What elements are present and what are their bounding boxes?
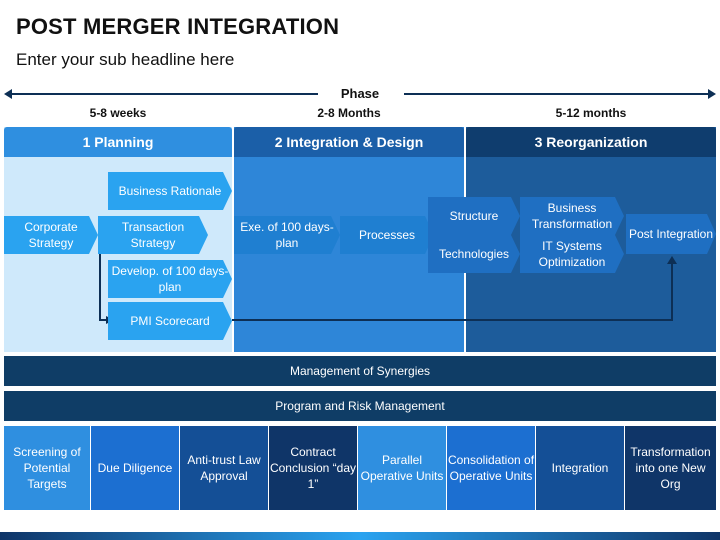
tile-due-diligence: Due Diligence	[91, 426, 179, 510]
phase-duration-planning: 5-8 weeks	[89, 106, 147, 120]
phase-duration-integration: 2-8 Months	[317, 106, 381, 120]
phase-timeline-arrows	[4, 89, 716, 99]
it-systems-box: IT Systems Optimization	[520, 235, 624, 273]
business-rationale-box: Business Rationale	[108, 172, 232, 210]
business-transformation-box: Business Transformation	[520, 197, 624, 235]
integration-header: 2 Integration & Design	[234, 127, 464, 157]
post-integration-box: Post Integration	[626, 214, 716, 254]
processes-box: Processes	[340, 216, 434, 254]
technologies-box: Technologies	[428, 235, 520, 273]
exe-plan-box: Exe. of 100 days-plan	[234, 216, 340, 254]
phase-label: Phase	[340, 86, 380, 101]
pmi-scorecard-box: PMI Scorecard	[108, 302, 232, 340]
tile-contract-conclusion: Contract Conclusion “day 1”	[269, 426, 357, 510]
develop-plan-box: Develop. of 100 days-plan	[108, 260, 232, 298]
tile-screening: Screening of Potential Targets	[4, 426, 90, 510]
tile-parallel-units: Parallel Operative Units	[358, 426, 446, 510]
transaction-strategy-box: Transaction Strategy	[98, 216, 208, 254]
program-risk-management-bar: Program and Risk Management	[4, 391, 716, 421]
planning-header: 1 Planning	[4, 127, 232, 157]
tile-anti-trust: Anti-trust Law Approval	[180, 426, 268, 510]
structure-box: Structure	[428, 197, 520, 235]
bottom-accent-strip	[0, 532, 720, 540]
page-subtitle: Enter your sub headline here	[16, 50, 235, 69]
management-of-synergies-bar: Management of Synergies	[4, 356, 716, 386]
tile-transformation: Transformation into one New Org	[625, 426, 716, 510]
phase-duration-reorganization: 5-12 months	[555, 106, 627, 120]
reorganization-header: 3 Reorganization	[466, 127, 716, 157]
page-title: POST MERGER INTEGRATION	[16, 14, 340, 39]
tile-consolidation: Consolidation of Operative Units	[447, 426, 535, 510]
tile-integration: Integration	[536, 426, 624, 510]
corporate-strategy-box: Corporate Strategy	[4, 216, 98, 254]
